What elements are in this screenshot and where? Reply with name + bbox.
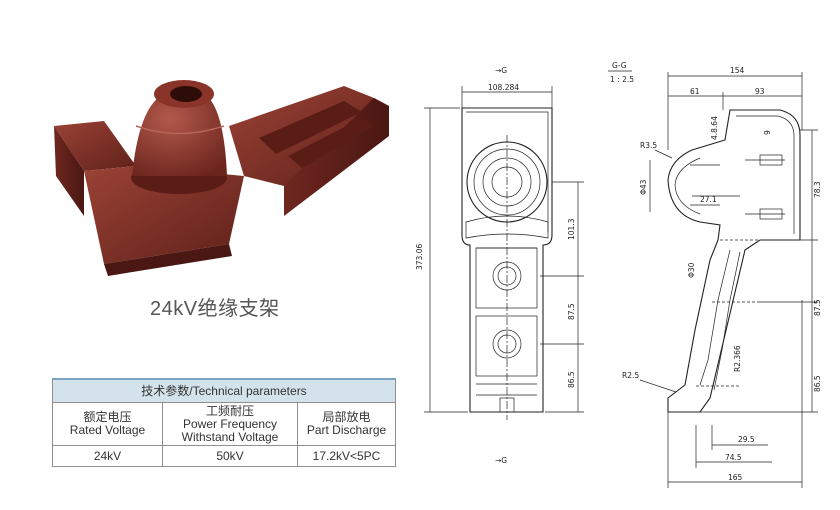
rated-voltage-zh: 额定电压 bbox=[83, 410, 132, 424]
value-part-discharge: 17.2kV<5PC bbox=[297, 445, 396, 467]
front-view: →G →G 108.284 373.06 bbox=[415, 66, 584, 465]
value-power-frequency: 50kV bbox=[162, 445, 298, 467]
dim-745: 74.5 bbox=[725, 453, 742, 462]
power-frequency-en-1: Power Frequency bbox=[182, 416, 278, 431]
dim-295: 29.5 bbox=[738, 435, 755, 444]
column-header-part-discharge: 局部放电 Part Discharge bbox=[297, 402, 396, 446]
dim-phi30: Φ30 bbox=[687, 262, 696, 278]
dim-271: 27.1 bbox=[700, 195, 717, 204]
section-mark-bottom: →G bbox=[495, 456, 507, 465]
dim-r35: R3.5 bbox=[640, 141, 657, 150]
technical-parameters-table: 技术参数/Technical parameters 额定电压 Rated Vol… bbox=[52, 378, 396, 467]
technical-drawing: →G →G 108.284 373.06 bbox=[415, 61, 822, 488]
front-dim-2: 87.5 bbox=[567, 303, 576, 320]
part-discharge-en: Part Discharge bbox=[306, 423, 387, 437]
section-mark-top: →G bbox=[495, 66, 507, 75]
dim-r25: R2.5 bbox=[622, 371, 639, 380]
front-dim-3: 86.5 bbox=[567, 371, 576, 388]
dim-875: 87.5 bbox=[813, 299, 822, 316]
dim-93: 93 bbox=[755, 87, 765, 96]
part-discharge-zh: 局部放电 bbox=[322, 410, 371, 424]
power-frequency-en-2: Withstand Voltage bbox=[181, 429, 279, 444]
front-height-dim: 373.06 bbox=[415, 244, 424, 270]
dim-phi43: Φ43 bbox=[639, 179, 648, 195]
section-view: G-G 1 : 2.5 154 61 93 4.8.64 9 R3.5 Φ43 … bbox=[608, 61, 822, 488]
column-header-power-frequency: 工频耐压 Power Frequency Withstand Voltage bbox=[162, 402, 298, 446]
dim-4864: 4.8.64 bbox=[710, 116, 719, 140]
dim-165: 165 bbox=[728, 473, 743, 482]
dim-9: 9 bbox=[763, 130, 772, 135]
product-photo bbox=[54, 80, 389, 276]
power-frequency-zh: 工频耐压 bbox=[205, 403, 254, 418]
dim-783: 78.3 bbox=[813, 181, 822, 198]
column-header-rated-voltage: 额定电压 Rated Voltage bbox=[52, 402, 163, 446]
rated-voltage-en: Rated Voltage bbox=[69, 423, 146, 437]
table-title: 技术参数/Technical parameters bbox=[52, 378, 396, 403]
product-caption: 24kV绝缘支架 bbox=[150, 298, 280, 320]
dim-61: 61 bbox=[690, 87, 700, 96]
dim-865: 86.5 bbox=[813, 375, 822, 392]
value-rated-voltage: 24kV bbox=[52, 445, 163, 467]
section-label: G-G bbox=[612, 61, 627, 70]
dim-154: 154 bbox=[730, 66, 745, 75]
front-width-dim: 108.284 bbox=[488, 83, 519, 92]
dim-r366: R2.366 bbox=[733, 345, 742, 372]
section-scale: 1 : 2.5 bbox=[610, 75, 634, 84]
front-dim-1: 101.3 bbox=[567, 218, 576, 240]
